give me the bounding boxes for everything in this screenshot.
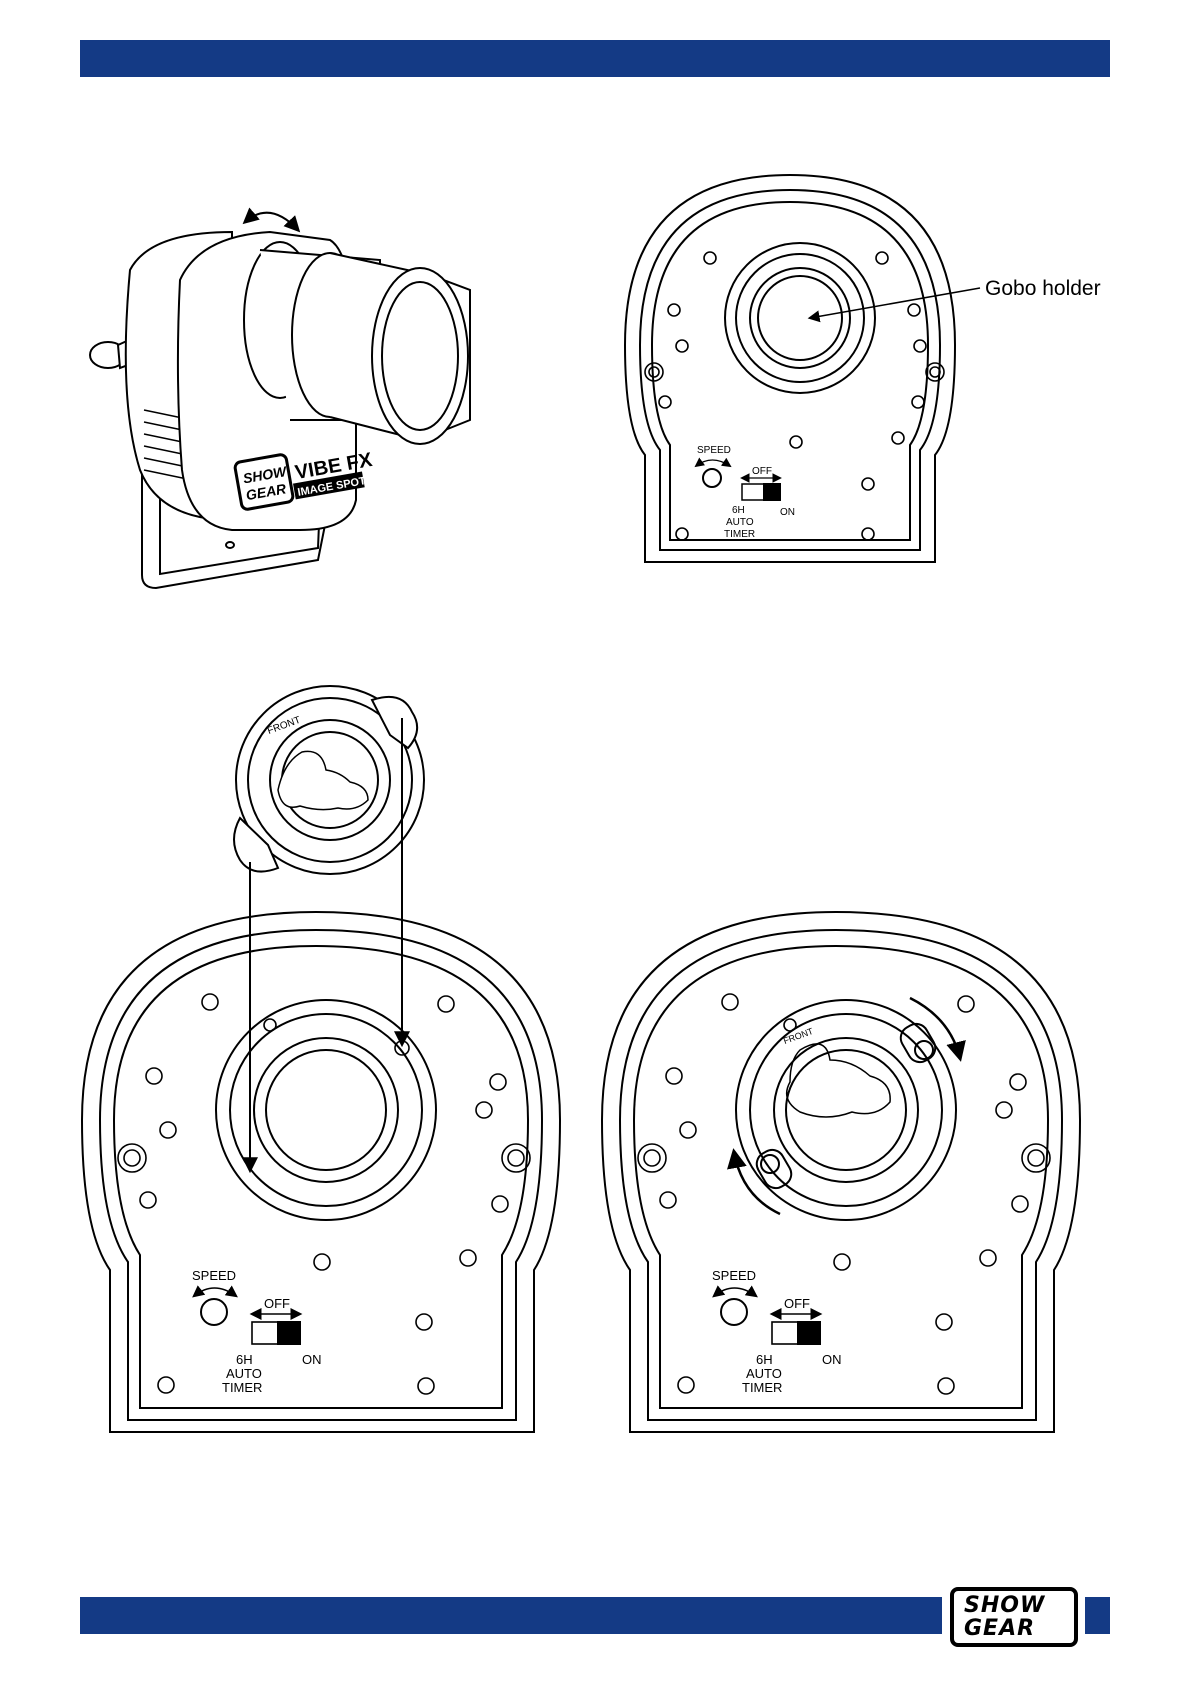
speed-label: SPEED bbox=[712, 1268, 756, 1283]
footer-band bbox=[80, 1597, 942, 1634]
panel-c-labels: SPEED OFF 6H AUTO TIMER ON bbox=[192, 1268, 322, 1395]
speed-label: SPEED bbox=[192, 1268, 236, 1283]
timer-label-2: AUTO bbox=[226, 1366, 262, 1381]
off-label: OFF bbox=[264, 1296, 290, 1311]
on-label: ON bbox=[302, 1352, 322, 1367]
footer-logo: SHOW GEAR bbox=[950, 1587, 1078, 1647]
timer-label-1: 6H bbox=[756, 1352, 773, 1367]
on-label: ON bbox=[780, 507, 795, 518]
gobo-holder-callout: Gobo holder bbox=[985, 277, 1101, 300]
off-label: OFF bbox=[752, 466, 772, 477]
footer-logo-line1: SHOW bbox=[964, 1595, 1045, 1617]
mount-holes bbox=[638, 994, 1050, 1394]
holder-front-label: FRONT bbox=[782, 1026, 815, 1046]
panel-d-labels: FRONT SPEED OFF 6H AUTO TIMER ON bbox=[712, 1026, 842, 1395]
projector-illustration bbox=[90, 213, 470, 588]
timer-label-2: AUTO bbox=[726, 517, 754, 528]
timer-label-3: TIMER bbox=[742, 1380, 782, 1395]
mount-holes bbox=[118, 994, 530, 1394]
timer-label-3: TIMER bbox=[222, 1380, 262, 1395]
on-label: ON bbox=[822, 1352, 842, 1367]
timer-label-1: 6H bbox=[236, 1352, 253, 1367]
footer-logo-line2: GEAR bbox=[964, 1618, 1035, 1640]
page-number-tab bbox=[1085, 1597, 1110, 1634]
timer-label-2: AUTO bbox=[746, 1366, 782, 1381]
off-label: OFF bbox=[784, 1296, 810, 1311]
gobo-holder-floating bbox=[234, 686, 424, 1170]
speed-label: SPEED bbox=[697, 445, 731, 456]
mount-holes bbox=[645, 252, 944, 540]
timer-label-1: 6H bbox=[732, 505, 745, 516]
back-panel-b bbox=[625, 175, 980, 562]
timer-label-3: TIMER bbox=[724, 529, 755, 540]
